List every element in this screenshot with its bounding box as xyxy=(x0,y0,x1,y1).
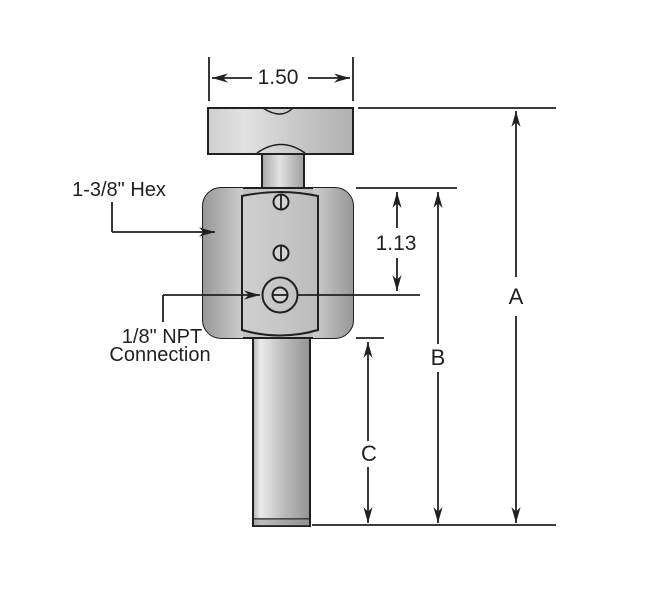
shaft-shape xyxy=(252,337,311,527)
hex-center-face xyxy=(241,191,319,337)
dim-1-13-label: 1.13 xyxy=(376,232,417,255)
cap-top-notch xyxy=(262,107,294,115)
npt-label-line1: 1/8" NPT xyxy=(122,326,202,348)
set-screw-middle xyxy=(272,244,290,262)
npt-label-line2: Connection xyxy=(109,344,210,366)
cap-shoulder-arc xyxy=(256,143,306,154)
cap-shape xyxy=(207,107,354,155)
hex-body xyxy=(202,187,354,339)
dim-c: C xyxy=(361,342,377,523)
dim-a: A xyxy=(509,111,524,523)
shaft-end-band xyxy=(254,519,309,526)
hex-leader: 1-3/8" Hex xyxy=(72,179,215,237)
shaft xyxy=(252,337,311,527)
dim-width: 1.50 xyxy=(208,57,354,101)
hex-left-facet-shade xyxy=(203,188,243,338)
dim-hex-to-port: 1.13 xyxy=(376,192,417,291)
hex-right-facet-shade xyxy=(313,188,353,338)
hex-size-label: 1-3/8" Hex xyxy=(72,179,166,201)
knob-cap xyxy=(207,107,354,155)
dim-width-label: 1.50 xyxy=(258,66,299,89)
dim-a-label: A xyxy=(509,284,524,309)
npt-leader: 1/8" NPT Connection xyxy=(109,290,420,366)
dim-b: B xyxy=(431,192,446,523)
stem-shape xyxy=(261,153,305,191)
set-screw-top xyxy=(272,193,290,211)
dim-c-label: C xyxy=(361,441,377,466)
dim-b-label: B xyxy=(431,345,446,370)
